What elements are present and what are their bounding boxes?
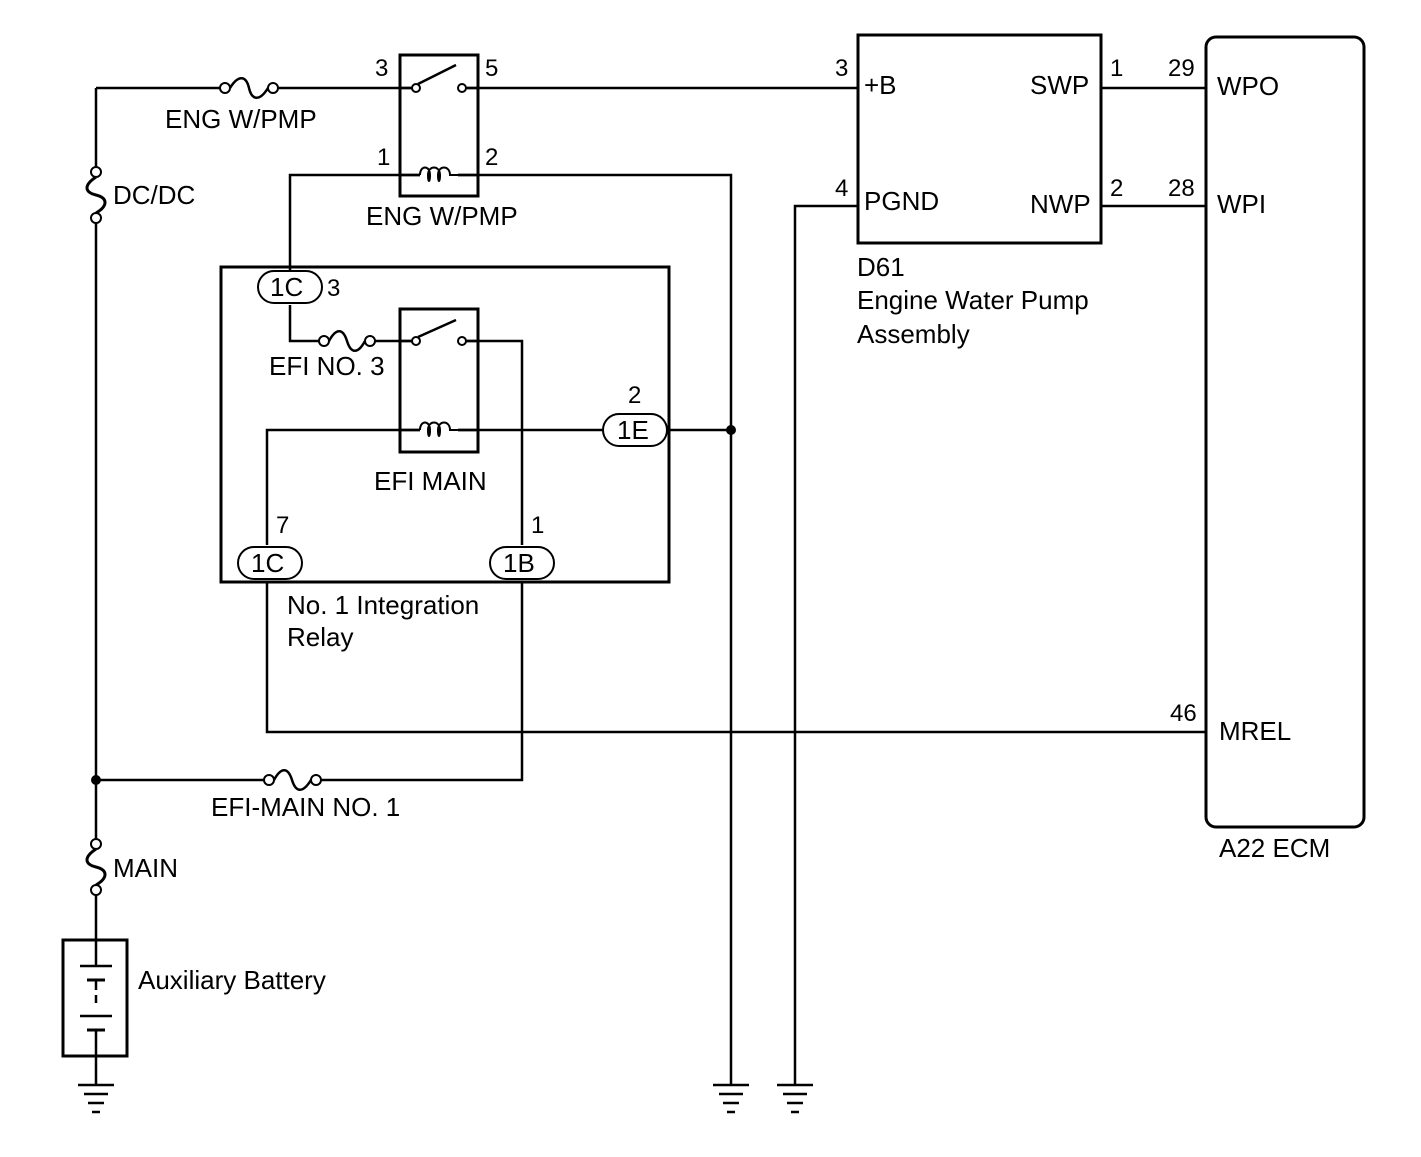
wires [94, 86, 1206, 1085]
connector-1c-bottom: 1C [237, 546, 303, 580]
connector-1e: 1E [602, 413, 668, 447]
pump-terminal-nwp: NWP [1030, 189, 1091, 219]
pump-id: D61 [857, 252, 905, 282]
fuse-efi-main-no1-label: EFI-MAIN NO. 1 [211, 792, 400, 822]
wire-mrel [265, 581, 1206, 734]
ecm-terminal-wpo-pin: 29 [1168, 55, 1195, 82]
ecm-label: A22 ECM [1219, 833, 1330, 863]
fuse-efi-no3-label: EFI NO. 3 [269, 351, 385, 381]
connector-1c-bottom-name: 1C [251, 548, 284, 578]
battery-icon [61, 938, 129, 1058]
wire-coil-pin1 [288, 173, 420, 270]
ground-icon-relay [713, 1083, 749, 1114]
ground-icon-pump [777, 1083, 813, 1114]
connector-1c-top: 1C [257, 270, 323, 304]
junction-dot-ground [726, 425, 736, 435]
wire-coil-pin2 [458, 173, 733, 1085]
ecm-terminal-mrel: MREL [1219, 716, 1291, 746]
connector-1c-bottom-pin: 7 [276, 512, 289, 539]
ecm-terminal-wpo: WPO [1217, 71, 1279, 101]
connector-1e-pin: 2 [628, 382, 641, 409]
wire-1c3-down [288, 305, 320, 343]
fuse-dcdc [85, 166, 107, 224]
integration-relay-label-2: Relay [287, 622, 353, 652]
integration-relay-box [219, 265, 671, 584]
pump-name-2: Assembly [857, 319, 970, 349]
pump-terminal-nwp-pin: 2 [1110, 175, 1123, 202]
fuse-efi-main-no1 [263, 769, 322, 791]
pump-box [856, 33, 1103, 245]
relay-efi-main-label: EFI MAIN [374, 466, 487, 496]
relay-eng-wpmp [398, 53, 480, 198]
fuse-main [85, 838, 107, 896]
ecm-terminal-mrel-pin: 46 [1170, 700, 1197, 727]
fuse-main-label: MAIN [113, 853, 178, 883]
connector-1c-top-name: 1C [270, 272, 303, 302]
ecm-terminal-wpi: WPI [1217, 189, 1266, 219]
ecm-terminal-wpi-pin: 28 [1168, 175, 1195, 202]
relay-eng-wpmp-pin-1: 1 [377, 144, 390, 171]
connector-1c-top-pin: 3 [327, 275, 340, 302]
integration-relay-label-1: No. 1 Integration [287, 590, 479, 620]
wire-efimain-coil-left [265, 428, 420, 545]
connector-1b: 1B [489, 546, 555, 580]
pump-name-1: Engine Water Pump [857, 285, 1089, 315]
pump-terminal-pgnd-pin: 4 [835, 175, 848, 202]
connector-1b-name: 1B [503, 548, 535, 578]
pump-terminal-b-pin: 3 [835, 55, 848, 82]
fuse-eng-wpmp-label: ENG W/PMP [165, 104, 317, 134]
fuse-eng-wpmp [219, 77, 279, 99]
pump-terminal-pgnd: PGND [864, 186, 939, 216]
junction-dot-efimain [91, 775, 101, 785]
wire-pgnd [793, 204, 858, 1085]
wire-efimain-out [462, 339, 524, 545]
fuse-dcdc-label: DC/DC [113, 180, 195, 210]
ecm-box [1204, 35, 1366, 829]
battery-label: Auxiliary Battery [138, 965, 326, 995]
pump-terminal-swp-pin: 1 [1110, 55, 1123, 82]
relay-eng-wpmp-pin-3: 3 [375, 55, 388, 82]
connector-1b-pin: 1 [531, 512, 544, 539]
wire-efimain-no1-right [318, 581, 524, 782]
relay-eng-wpmp-pin-2: 2 [485, 144, 498, 171]
pump-terminal-b: +B [864, 70, 897, 100]
relay-efi-main [398, 307, 480, 454]
fuse-efi-no3 [318, 330, 376, 352]
connector-1e-name: 1E [617, 415, 649, 445]
pump-terminal-swp: SWP [1030, 70, 1089, 100]
relay-eng-wpmp-label: ENG W/PMP [366, 201, 518, 231]
relay-eng-wpmp-pin-5: 5 [485, 55, 498, 82]
ground-icon-battery [78, 1083, 114, 1114]
